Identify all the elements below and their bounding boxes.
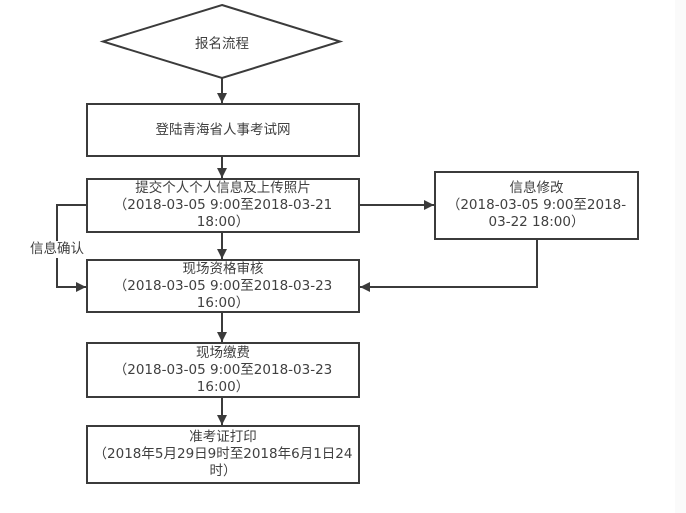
start-node-label: 报名流程 <box>195 35 249 52</box>
node-submit-info: 提交个人个人信息及上传照片 （2018-03-05 9:00至2018-03-2… <box>86 178 360 233</box>
node-print-line3: 时） <box>209 463 237 479</box>
node-pay-line3: 16:00） <box>196 378 250 395</box>
node-onsite-review: 现场资格审核 （2018-03-05 9:00至2018-03-23 16:00… <box>86 259 360 313</box>
node-modify-line1: 信息修改 <box>509 180 564 196</box>
node-modify-line2: （2018-03-05 9:00至2018- <box>446 197 627 213</box>
node-modify-line3: 03-22 18:00） <box>488 214 585 230</box>
node-login-label: 登陆青海省人事考试网 <box>155 121 291 138</box>
node-pay-line1: 现场缴费 <box>196 344 250 361</box>
page-edge-strip <box>675 0 686 513</box>
node-print-ticket: 准考证打印 （2018年5月29日9时至2018年6月1日24 时） <box>86 425 360 484</box>
node-submit-line1: 提交个人个人信息及上传照片 <box>135 180 311 196</box>
node-review-line1: 现场资格审核 <box>182 260 264 277</box>
edge-modify-to-review <box>360 240 538 292</box>
edge-label-info-confirm: 信息确认 <box>27 241 87 258</box>
node-print-line1: 准考证打印 <box>189 429 257 445</box>
node-submit-line2: （2018-03-05 9:00至2018-03-21 <box>113 197 333 213</box>
node-print-line2: （2018年5月29日9时至2018年6月1日24 <box>93 446 353 462</box>
node-modify-info: 信息修改 （2018-03-05 9:00至2018- 03-22 18:00） <box>434 171 639 240</box>
node-review-line2: （2018-03-05 9:00至2018-03-23 <box>113 277 333 294</box>
node-login: 登陆青海省人事考试网 <box>86 103 360 157</box>
node-onsite-payment: 现场缴费 （2018-03-05 9:00至2018-03-23 16:00） <box>86 342 360 398</box>
node-review-line3: 16:00） <box>196 294 250 311</box>
node-pay-line2: （2018-03-05 9:00至2018-03-23 <box>113 361 333 378</box>
node-submit-line3: 18:00） <box>196 214 250 230</box>
